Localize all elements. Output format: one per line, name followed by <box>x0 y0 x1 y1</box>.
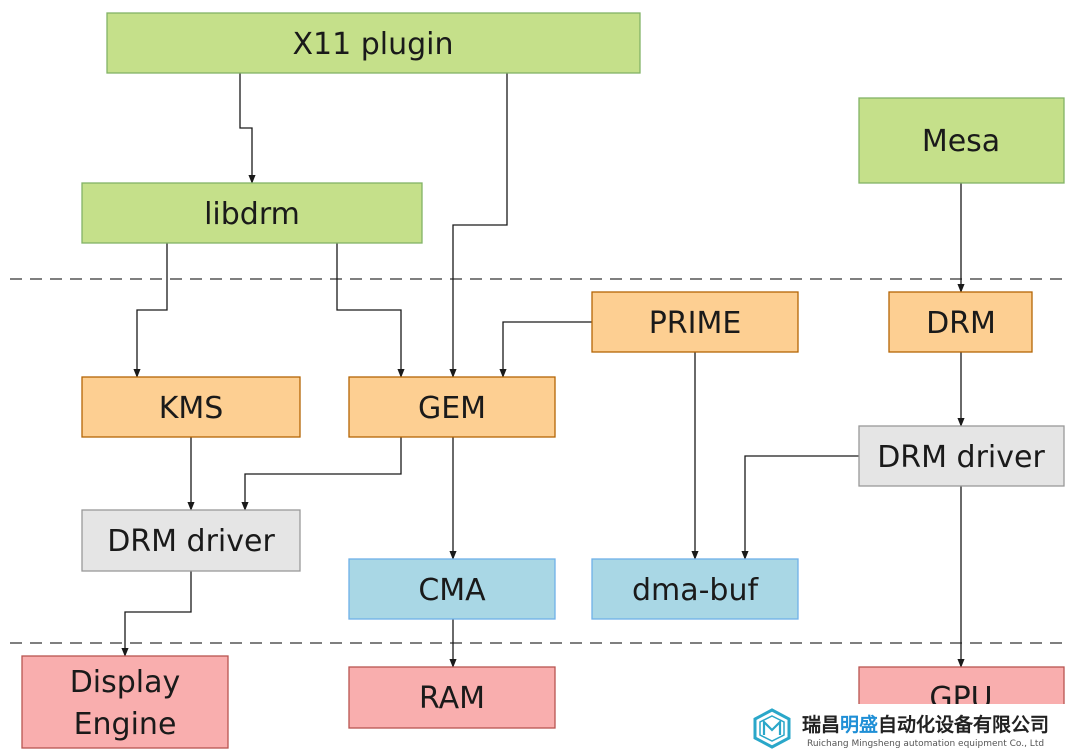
node-display-engine: Display Engine <box>21 655 229 749</box>
node-dma-buf: dma-buf <box>591 558 799 620</box>
node-cma: CMA <box>348 558 556 620</box>
node-x11-plugin-label: X11 plugin <box>292 27 453 62</box>
node-x11-plugin: X11 plugin <box>106 12 641 74</box>
edge-drmdriver-to-dmabuf <box>741 455 859 560</box>
node-drm-driver-right-label: DRM driver <box>877 440 1045 475</box>
watermark-cn-part1: 瑞昌 <box>802 713 840 736</box>
node-kms-label: KMS <box>159 391 224 426</box>
node-drm-driver-left-label: DRM driver <box>107 524 275 559</box>
node-kms: KMS <box>81 376 301 438</box>
edge-x11-to-libdrm <box>239 73 256 184</box>
node-cma-label: CMA <box>418 573 486 608</box>
watermark-cn-part2: 明盛 <box>840 713 878 736</box>
watermark-cn-part3: 自动化设备有限公司 <box>878 713 1049 736</box>
edge-prime-to-gem <box>499 321 592 378</box>
watermark-company-en: Ruichang Mingsheng automation equipment … <box>807 739 1044 749</box>
node-ram: RAM <box>348 666 556 729</box>
node-prime-label: PRIME <box>649 306 742 341</box>
node-drm: DRM <box>888 291 1033 353</box>
edge-libdrm-to-gem <box>336 243 405 378</box>
edge-gem-to-drmdriver <box>241 437 402 511</box>
node-gem-label: GEM <box>418 391 486 426</box>
node-display-engine-label-line1: Display <box>70 665 181 700</box>
node-mesa-label: Mesa <box>922 124 1000 159</box>
watermark-company-cn: 瑞昌明盛自动化设备有限公司 <box>802 713 1049 736</box>
node-mesa: Mesa <box>858 97 1065 184</box>
node-gem: GEM <box>348 376 556 438</box>
node-ram-label: RAM <box>419 681 485 716</box>
node-libdrm: libdrm <box>81 182 423 244</box>
node-dma-buf-label: dma-buf <box>632 573 760 608</box>
node-drm-label: DRM <box>926 306 996 341</box>
node-libdrm-label: libdrm <box>204 197 300 232</box>
node-drm-driver-left: DRM driver <box>81 509 301 572</box>
watermark: 瑞昌明盛自动化设备有限公司 Ruichang Mingsheng automat… <box>748 704 1080 754</box>
node-display-engine-label-line2: Engine <box>74 707 177 742</box>
hexagon-m-logo-icon <box>753 708 791 749</box>
edge-drmdriver-to-display-engine <box>121 571 192 657</box>
edge-libdrm-to-kms <box>133 243 168 378</box>
edge-x11-to-gem <box>449 73 508 378</box>
node-drm-driver-right: DRM driver <box>858 425 1065 487</box>
node-prime: PRIME <box>591 291 799 353</box>
